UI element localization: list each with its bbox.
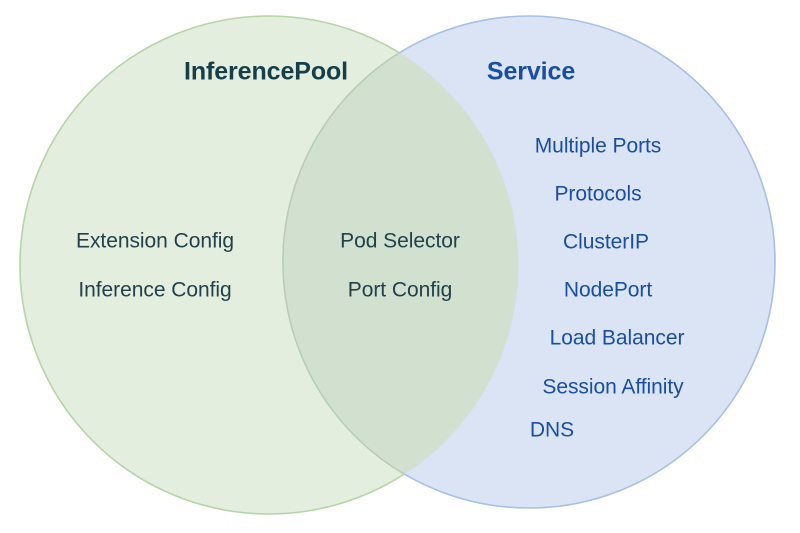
right-set-item: NodePort xyxy=(563,278,653,302)
right-set-item: Load Balancer xyxy=(549,326,685,350)
intersection-item: Port Config xyxy=(347,278,453,302)
intersection-region xyxy=(282,16,518,509)
right-set-item: Session Affinity xyxy=(542,375,684,399)
left-set-item: Extension Config xyxy=(76,229,234,253)
right-set-item: Protocols xyxy=(554,182,642,206)
right-set-item: Multiple Ports xyxy=(534,134,662,158)
left-set-title: InferencePool xyxy=(183,57,349,86)
right-set-item: ClusterIP xyxy=(563,230,649,254)
left-set-item: Inference Config xyxy=(78,278,232,302)
right-set-item: DNS xyxy=(529,418,575,442)
intersection-item: Pod Selector xyxy=(340,229,460,253)
right-set-title: Service xyxy=(486,57,576,86)
